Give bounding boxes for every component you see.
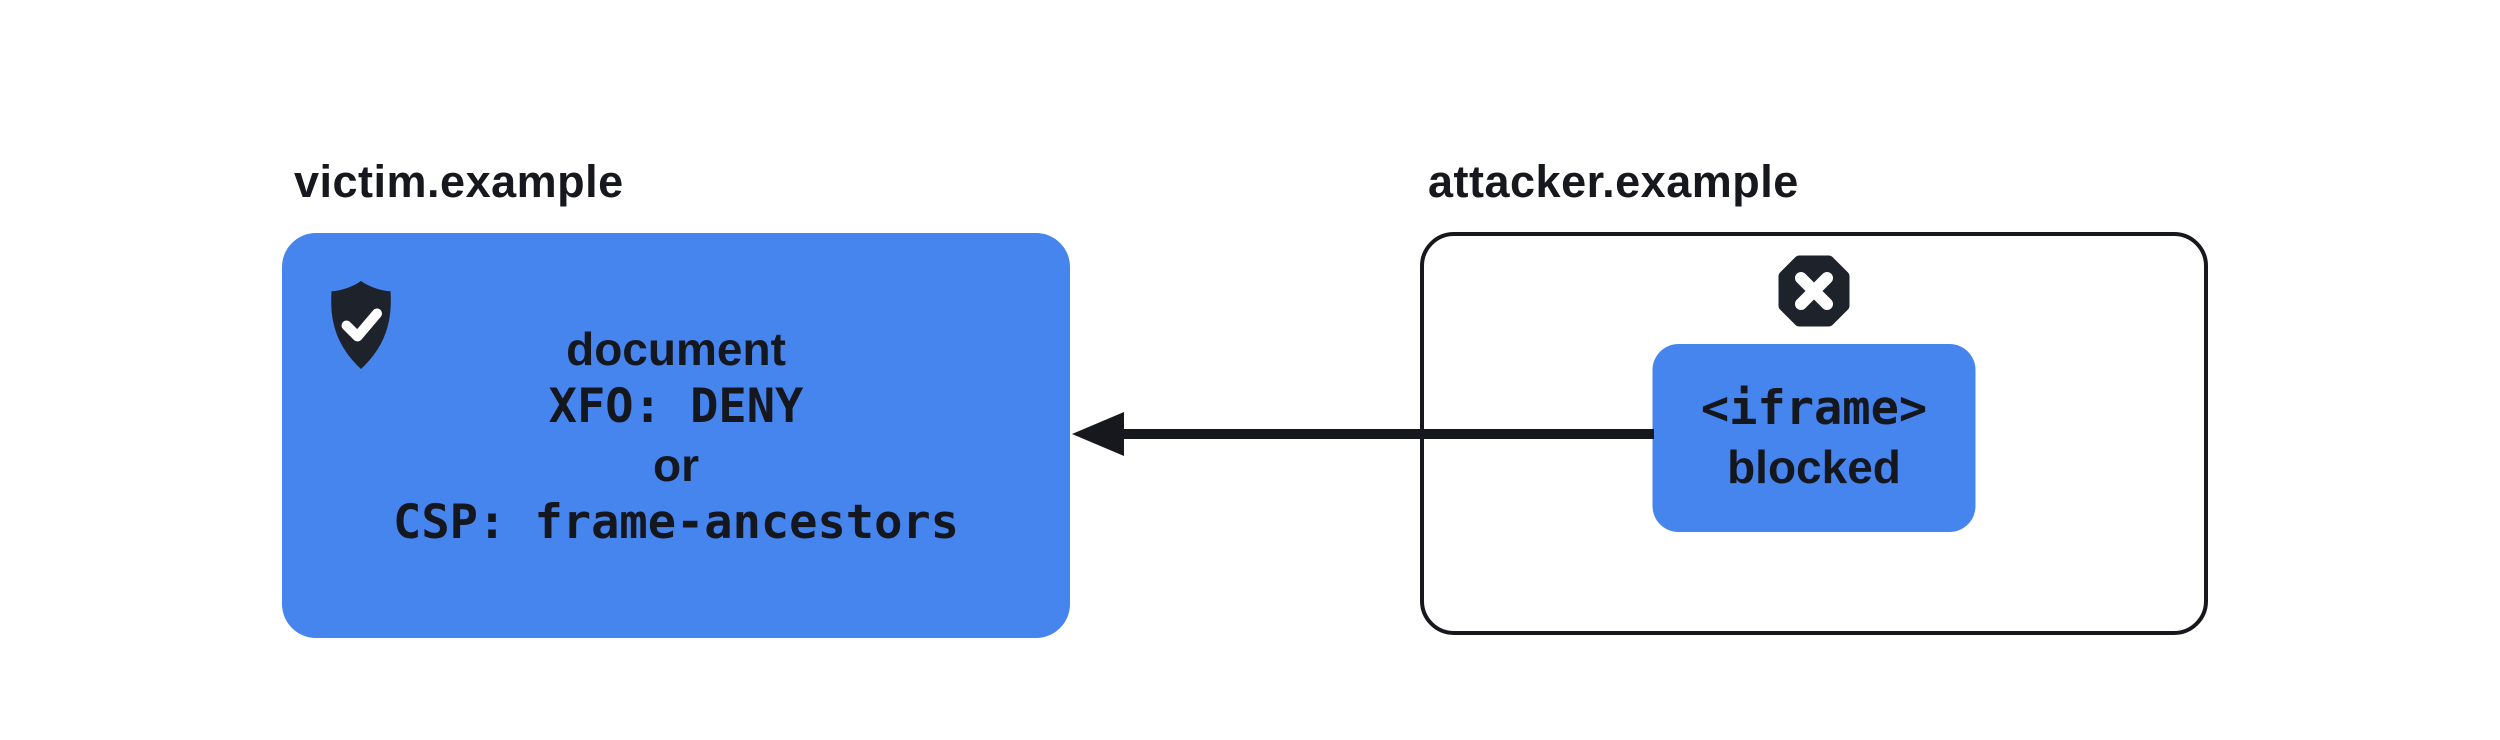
victim-document-card: document XFO: DENY or CSP: frame-ancesto…: [282, 233, 1070, 638]
victim-card-line: or: [653, 438, 699, 491]
attacker-domain-label: attacker.example: [1428, 156, 1799, 207]
attacker-page-card: <iframe> blocked: [1420, 232, 2208, 635]
shield-check-icon: [322, 275, 400, 375]
embed-blocked-arrow: [1072, 412, 1654, 456]
iframe-card: <iframe> blocked: [1652, 344, 1976, 532]
victim-card-line: document: [566, 322, 786, 375]
victim-card-line: CSP: frame-ancestors: [393, 494, 959, 550]
iframe-card-line: <iframe>: [1700, 381, 1928, 436]
victim-card-line: XFO: DENY: [548, 378, 804, 434]
victim-domain-label: victim.example: [294, 156, 624, 207]
blocked-x-octagon-icon: [1775, 252, 1853, 330]
iframe-card-line: blocked: [1727, 441, 1901, 493]
